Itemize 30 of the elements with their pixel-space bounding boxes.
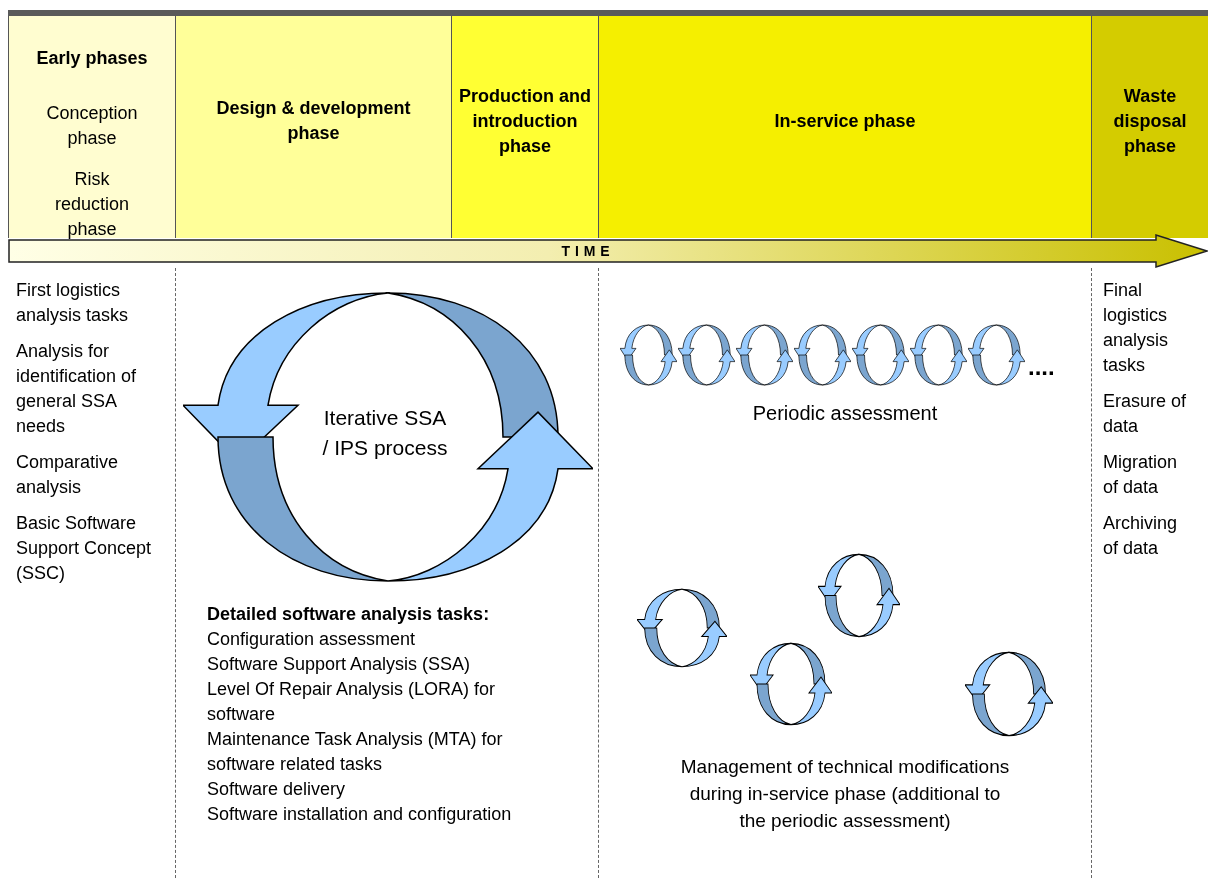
phase-panel (451, 16, 598, 238)
phase-subtitle: Conception phase (45, 102, 139, 150)
phase-title: Early phases (35, 47, 149, 70)
task-text: Basic Software Support Concept (SSC) (16, 512, 153, 585)
phase-title: Production and introduction phase (458, 84, 592, 158)
task-text: Comparative analysis (16, 451, 120, 499)
phase-panel (1091, 16, 1208, 238)
periodic-label: Periodic assessment (751, 401, 939, 426)
process-label: Iterative SSA / IPS process (321, 405, 449, 461)
task-text: Software delivery (207, 778, 347, 801)
task-text: Software installation and configuration (207, 803, 513, 826)
management-label: Management of technical modifications during in-service phase (additional to the periodic assessment) (680, 755, 1010, 833)
phase-title: Design & development phase (215, 97, 412, 145)
task-text: Migration of data (1103, 451, 1179, 499)
task-text: Configuration assessment (207, 628, 417, 651)
task-text: Maintenance Task Analysis (MTA) for software related tasks (207, 728, 504, 776)
task-text: Archiving of data (1103, 512, 1179, 560)
task-text: Level Of Repair Analysis (LORA) for software (207, 678, 497, 726)
phase-panel (8, 16, 175, 238)
phase-panel (598, 16, 1091, 238)
task-text: Erasure of data (1103, 390, 1188, 438)
phase-title: Waste disposal phase (1112, 84, 1188, 158)
phase-title: In-service phase (773, 109, 917, 133)
task-text: Software Support Analysis (SSA) (207, 653, 472, 676)
task-text: Final logistics analysis tasks (1103, 279, 1170, 377)
ellipsis-text: .... (1028, 352, 1055, 382)
task-list-heading: Detailed software analysis tasks: (207, 603, 491, 626)
task-text: First logistics analysis tasks (16, 279, 130, 327)
task-text: Analysis for identification of general SSA needs (16, 340, 138, 438)
phase-panel (175, 16, 451, 238)
